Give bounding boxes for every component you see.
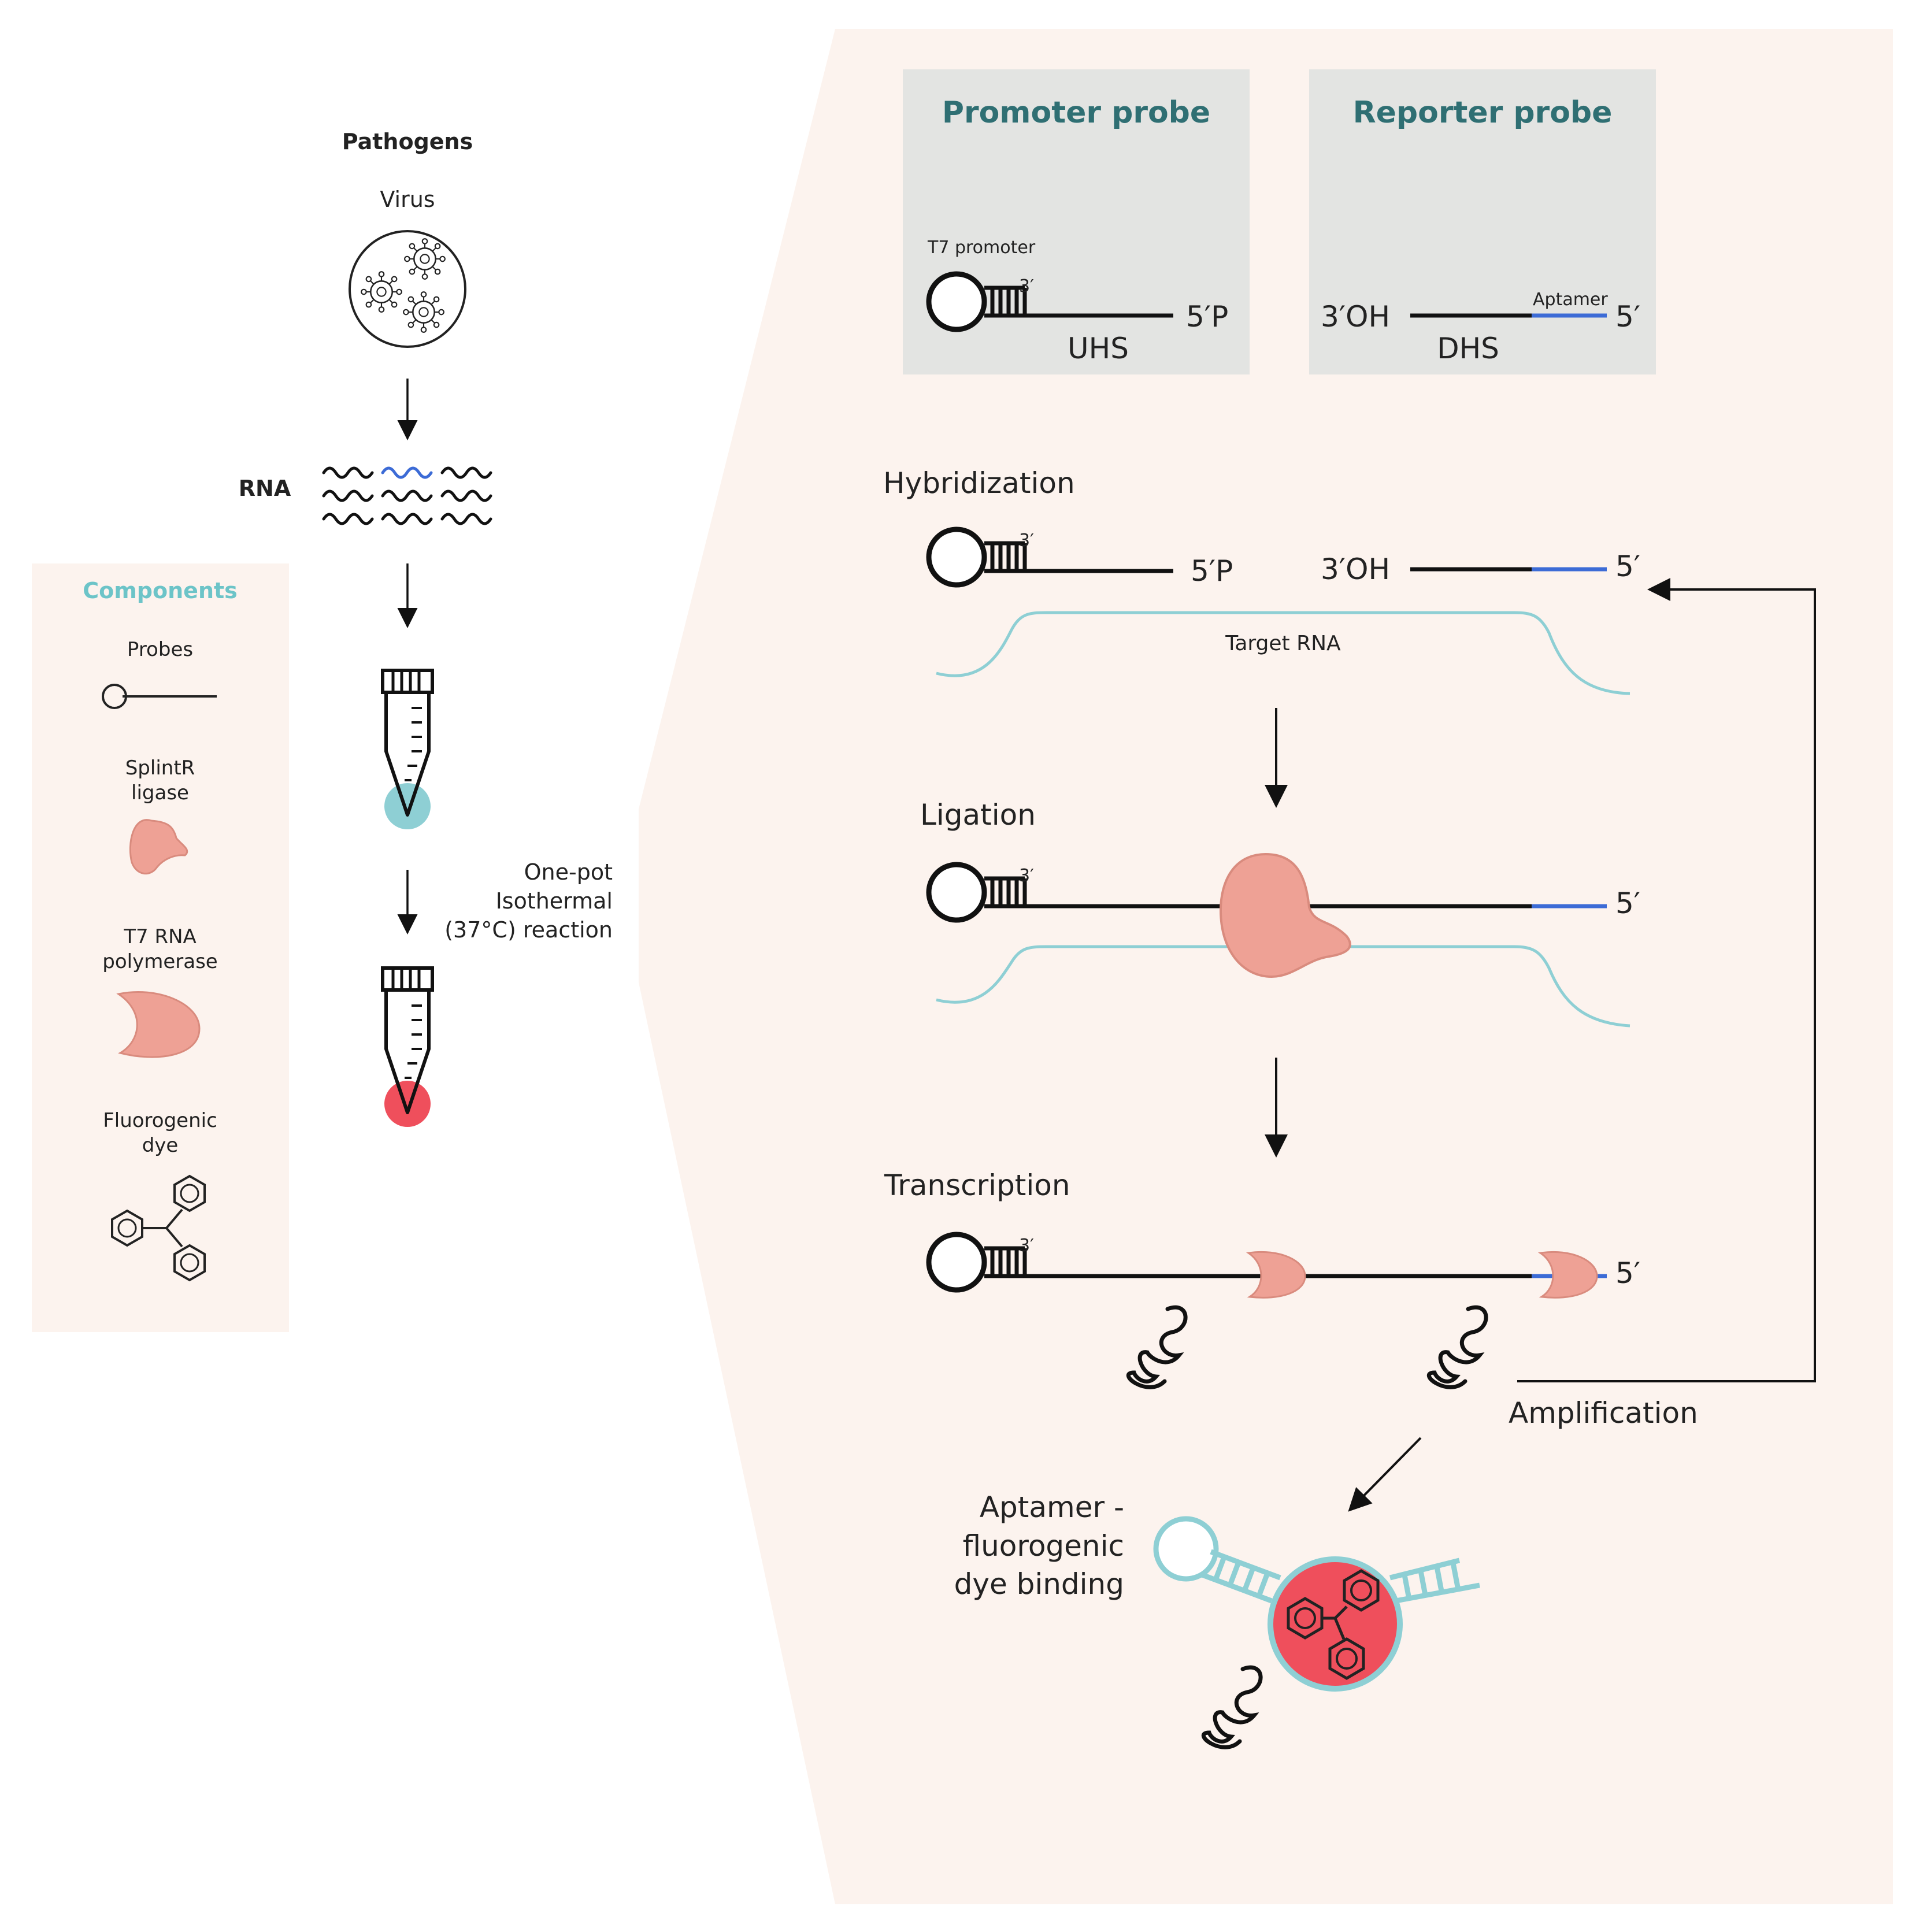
tube-before-icon	[381, 669, 434, 829]
components-title: Components	[83, 578, 238, 603]
transcription-title: Transcription	[884, 1169, 1070, 1202]
promoter-probe-hairpin-icon	[929, 274, 1173, 329]
components-dye-label-line2: dye	[142, 1134, 179, 1157]
hyb-promoter-probe	[929, 529, 1173, 585]
polymerase-icon	[116, 991, 201, 1058]
dhs-label: DHS	[1437, 332, 1499, 365]
components-panel	[32, 563, 289, 1332]
t7-promoter-label: T7 promoter	[927, 238, 1036, 258]
trx-five-label: 5′	[1615, 1256, 1640, 1290]
virus-icon	[349, 230, 466, 348]
hyb-three-oh-label: 3′OH	[1321, 552, 1390, 586]
uhs-label: UHS	[1068, 332, 1129, 365]
hyb-three-prime-label: 3′	[1019, 531, 1034, 551]
promoter-three-prime-label: 3′	[1019, 276, 1034, 296]
polymerase-enzyme-2-icon	[1537, 1251, 1598, 1299]
trx-three-prime-label: 3′	[1019, 1236, 1034, 1256]
components-probes-label: Probes	[127, 638, 193, 661]
hyb-target-rna-strand	[936, 611, 1630, 695]
polymerase-enzyme-1-icon	[1246, 1251, 1306, 1299]
probe-icon	[102, 684, 217, 709]
rna-transcript-2-icon	[1426, 1305, 1488, 1389]
hybridization-title: Hybridization	[883, 466, 1075, 500]
binding-title-line1: Aptamer -	[980, 1490, 1124, 1524]
reporter-probe-box	[1309, 69, 1656, 374]
lig-three-prime-label: 3′	[1019, 866, 1034, 886]
components-dye-label-line1: Fluorogenic	[103, 1109, 217, 1132]
rna-transcript-1-icon	[1126, 1305, 1188, 1389]
binding-title-line2: fluorogenic	[963, 1529, 1124, 1563]
amplification-loop-arrow	[1517, 578, 1816, 1382]
binding-title-line3: dye binding	[954, 1567, 1124, 1601]
amplification-title: Amplification	[1509, 1396, 1698, 1430]
lig-five-label: 5′	[1615, 887, 1640, 920]
rna-transcript-3-icon	[1201, 1665, 1263, 1749]
fluorogenic-dye-icon	[111, 1175, 206, 1281]
ligase-icon	[129, 819, 188, 875]
pathogens-title: Pathogens	[342, 129, 473, 154]
aptamer-dye-complex-icon	[1153, 1516, 1480, 1692]
rna-label: RNA	[239, 476, 291, 501]
reaction-label-line3: (37°C) reaction	[444, 917, 613, 943]
virus-label: Virus	[380, 187, 435, 212]
promoter-five-p-label: 5′P	[1186, 300, 1228, 333]
tube-after-icon	[381, 966, 434, 1127]
target-rna-label: Target RNA	[1225, 632, 1341, 655]
components-polymerase-label-line1: T7 RNA	[123, 925, 197, 948]
components-polymerase-label-line2: polymerase	[102, 950, 217, 973]
reaction-label-line2: Isothermal	[496, 888, 613, 914]
rna-strands-icon	[322, 466, 492, 525]
hyb-five-label: 5′	[1615, 550, 1640, 583]
reaction-label-line1: One-pot	[524, 859, 613, 885]
reporter-probe-title: Reporter probe	[1353, 95, 1613, 130]
arrow-to-binding	[1348, 1437, 1422, 1512]
reporter-three-oh-label: 3′OH	[1321, 300, 1390, 333]
components-ligase-label-line1: SplintR	[125, 757, 195, 780]
components-ligase-label-line2: ligase	[131, 781, 189, 804]
promoter-probe-title: Promoter probe	[942, 95, 1210, 130]
aptamer-label: Aptamer	[1533, 290, 1608, 310]
ligase-enzyme-icon	[1219, 852, 1351, 978]
hyb-five-p-label: 5′P	[1191, 554, 1233, 588]
ligation-title: Ligation	[920, 798, 1036, 832]
reporter-five-label: 5′	[1615, 300, 1640, 333]
